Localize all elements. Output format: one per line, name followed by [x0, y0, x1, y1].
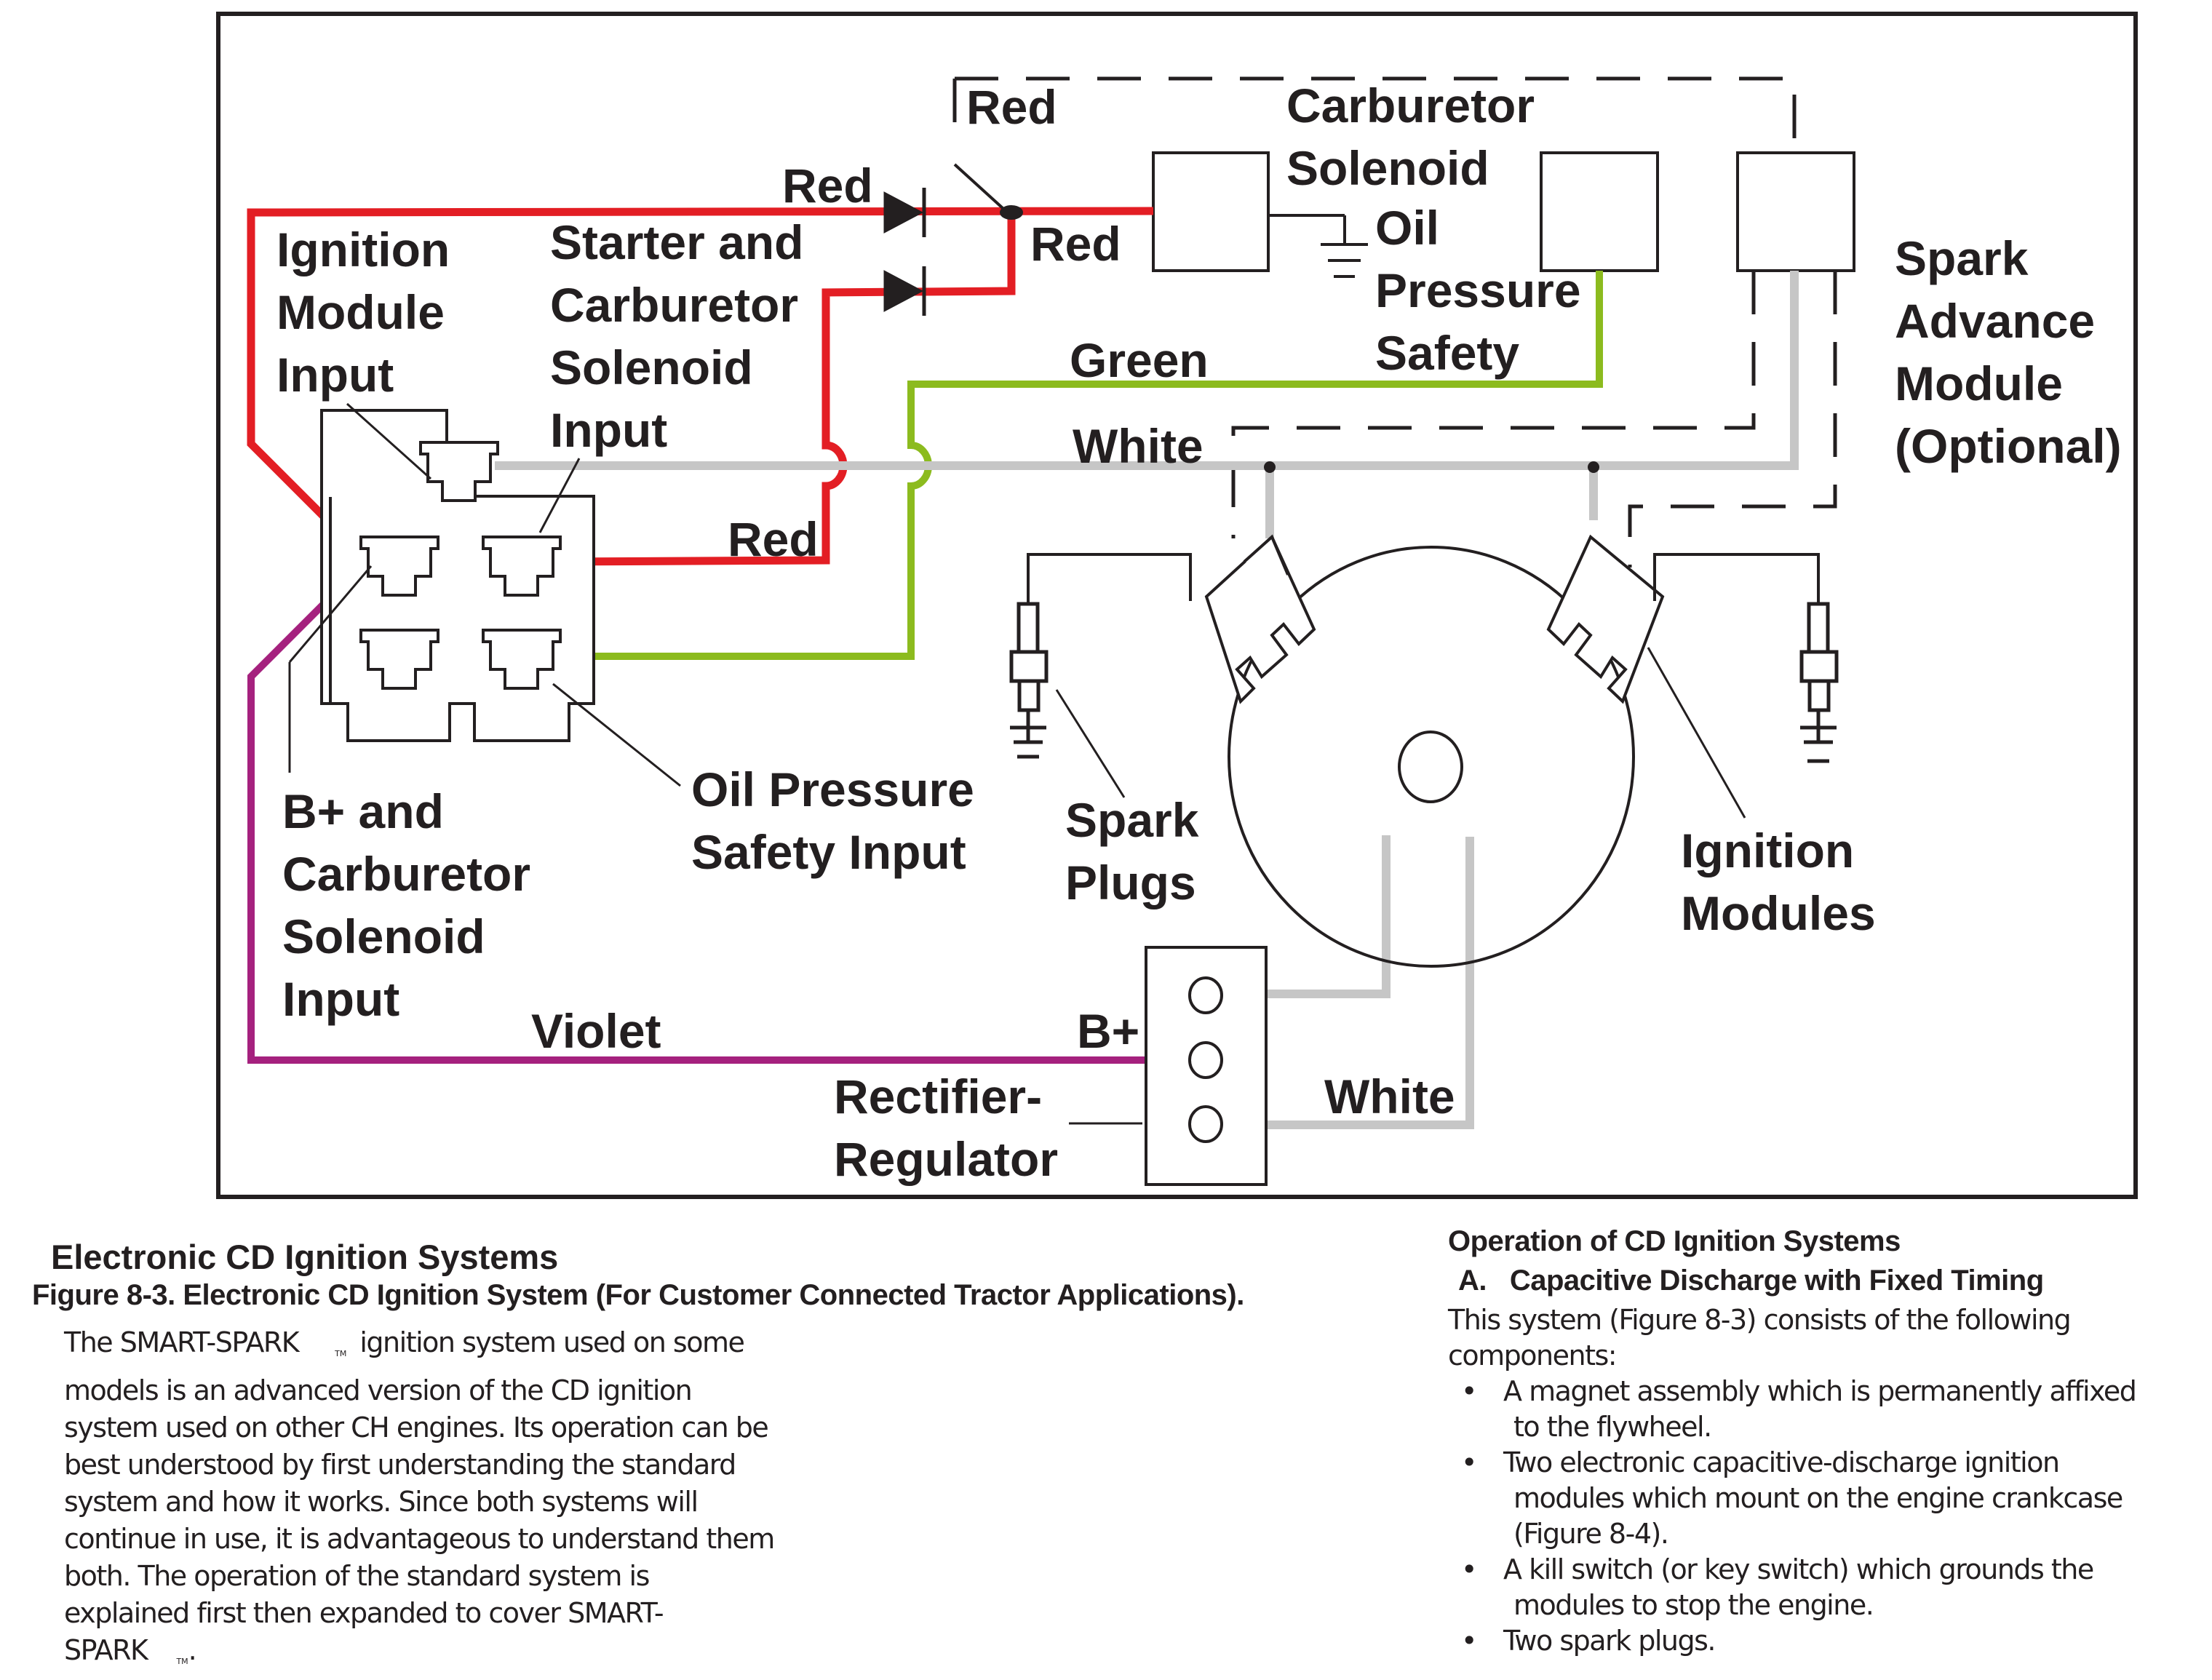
text-line: explained first then expanded to cover S…	[64, 1597, 664, 1629]
label-oil-pressure-safety: Oil Pressure Safety	[1375, 201, 1594, 380]
text-line: system used on other CH engines. Its ope…	[64, 1412, 769, 1444]
flywheel	[1228, 546, 1635, 968]
high-tension-leads	[1027, 553, 1820, 604]
bullet-line: to the flywheel.	[1513, 1411, 1712, 1443]
list-item: • A kill switch (or key switch) which gr…	[1448, 1552, 2136, 1623]
trademark-symbol: TM	[176, 1657, 188, 1666]
spark-plug-right	[1799, 602, 1839, 763]
bullet-line: modules to stop the engine.	[1513, 1589, 1874, 1621]
ignition-module-left	[1204, 534, 1316, 704]
label-ignition-module-input: Ignition Module Input	[276, 223, 464, 402]
bullet-icon: •	[1461, 1375, 1477, 1407]
violet-wire	[247, 557, 1193, 1064]
carburetor-solenoid-ground-icon	[1268, 214, 1368, 278]
flywheel-hub	[1398, 730, 1463, 803]
operation-heading: Operation of CD Ignition Systems	[1448, 1225, 1901, 1257]
label-white-bottom: White	[1324, 1070, 1455, 1123]
list-item: • Two electronic capacitive-discharge ig…	[1448, 1445, 2136, 1552]
label-white-top: White	[1073, 419, 1204, 473]
wiring-diagram: Ignition Module Input Starter and Carbur…	[216, 12, 2138, 1199]
label-ignition-modules: Ignition Modules	[1681, 824, 1876, 940]
label-violet: Violet	[531, 1004, 661, 1058]
bullet-line: Two electronic capacitive-discharge igni…	[1503, 1446, 2060, 1478]
leader-lines	[288, 402, 1746, 1125]
ignition-module-right	[1546, 534, 1665, 704]
label-red-switch: Red	[1030, 217, 1121, 271]
text-line: This system (Figure 8-3) consists of the…	[1448, 1304, 2072, 1336]
bullet-line: (Figure 8-4).	[1513, 1518, 1669, 1550]
text-line: both. The operation of the standard syst…	[64, 1560, 650, 1592]
label-b-plus: B+	[1077, 1004, 1139, 1058]
connector-pin	[359, 441, 562, 690]
diagram-frame	[216, 12, 2138, 1199]
text-line: continue in use, it is advantageous to u…	[64, 1523, 775, 1555]
bullet-line: A kill switch (or key switch) which grou…	[1503, 1553, 2094, 1585]
spark-plug-left	[1009, 602, 1049, 759]
label-red-top: Red	[966, 80, 1057, 134]
text-line: system and how it works. Since both syst…	[64, 1486, 699, 1518]
label-carburetor-solenoid: Carburetor Solenoid	[1286, 79, 1548, 195]
bullet-line: A magnet assembly which is permanently a…	[1503, 1375, 2137, 1407]
label-rectifier-regulator: Rectifier- Regulator	[834, 1070, 1058, 1186]
carburetor-solenoid-box	[1152, 151, 1270, 272]
oil-pressure-safety-box	[1540, 151, 1659, 272]
spark-advance-dashed-enclosure	[952, 76, 1837, 568]
label-oil-pressure-safety-input: Oil Pressure Safety Input	[691, 763, 987, 879]
key-switch-icon	[953, 163, 1023, 220]
figure-title: Figure 8-3. Electronic CD Ignition Syste…	[32, 1279, 1244, 1311]
list-item: • Two spark plugs.	[1448, 1623, 2136, 1659]
bullet-icon: •	[1461, 1553, 1477, 1585]
operation-subheading: A. Capacitive Discharge with Fixed Timin…	[1458, 1265, 2044, 1297]
rectifier-terminal	[1188, 976, 1223, 1143]
trademark-symbol: TM	[335, 1349, 347, 1358]
diode-icon	[883, 188, 926, 316]
spark-advance-module-box	[1736, 151, 1855, 272]
label-red-connector: Red	[728, 512, 819, 566]
text-line: components:	[1448, 1339, 1618, 1372]
list-item: • A magnet assembly which is permanently…	[1448, 1374, 2137, 1445]
right-column-text: This system (Figure 8-3) consists of the…	[1448, 1302, 2137, 1659]
label-spark-advance-module: Spark Advance Module (Optional)	[1895, 231, 2122, 473]
label-red-diode: Red	[782, 159, 873, 212]
label-starter-carb-solenoid-input: Starter and Carburetor Solenoid Input	[550, 215, 817, 457]
section-title: Electronic CD Ignition Systems	[51, 1238, 559, 1276]
label-b-plus-carb-input: B+ and Carburetor Solenoid Input	[282, 784, 544, 1026]
bullet-icon: •	[1461, 1446, 1477, 1478]
text-line: best understood by first understanding t…	[64, 1449, 736, 1481]
label-spark-plugs: Spark Plugs	[1065, 793, 1212, 909]
bullet-line: modules which mount on the engine crankc…	[1513, 1482, 2123, 1514]
label-green: Green	[1070, 333, 1209, 387]
component-list: • A magnet assembly which is permanently…	[1448, 1374, 2137, 1659]
text-line: models is an advanced version of the CD …	[64, 1374, 693, 1406]
bullet-icon: •	[1461, 1625, 1477, 1657]
white-wire	[495, 271, 1799, 1129]
wire-junction-dots	[1264, 461, 1599, 473]
bullet-line: Two spark plugs.	[1503, 1625, 1716, 1657]
